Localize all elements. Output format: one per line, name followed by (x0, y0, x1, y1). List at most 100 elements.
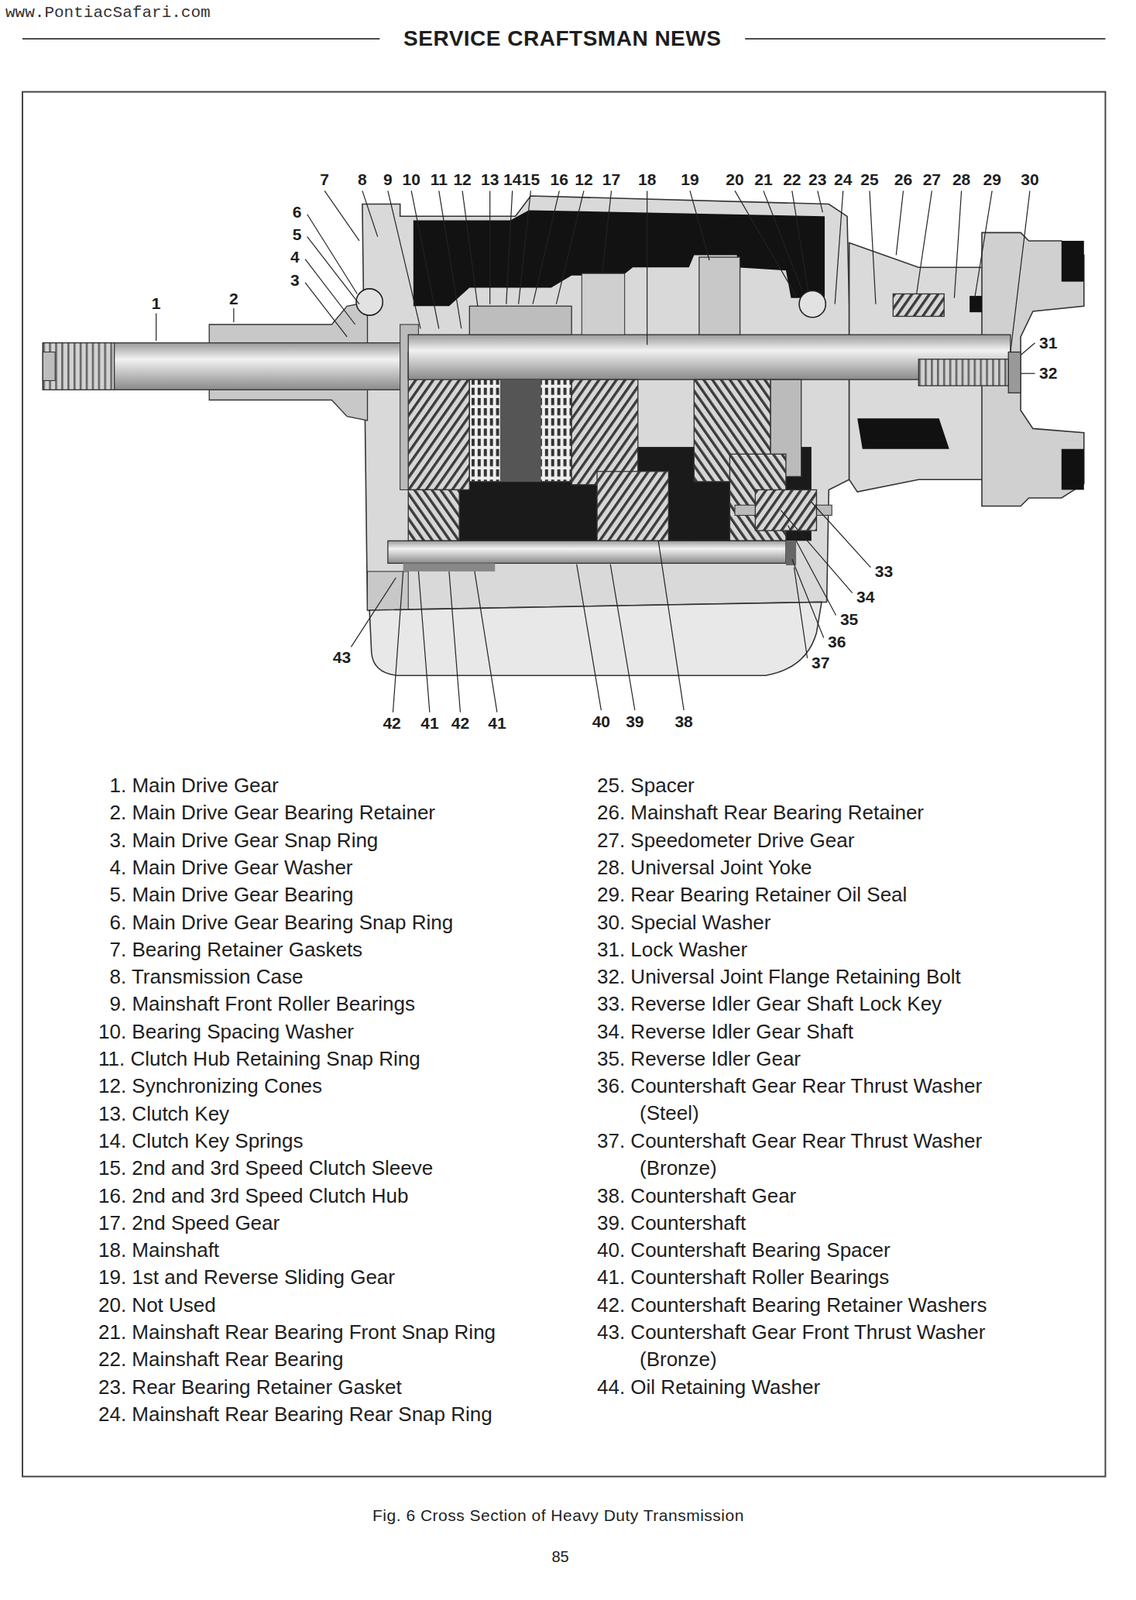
figure-frame (22, 92, 1106, 1477)
leader-line (324, 190, 360, 241)
parts-list-entry: 36. Countershaft Gear Rear Thrust Washer… (597, 1072, 1016, 1127)
callout-number: 2 (229, 289, 239, 306)
parts-list-entry: 1. Main Drive Gear (109, 772, 279, 800)
leader-line (869, 190, 876, 304)
leader-line (793, 567, 807, 659)
reverse-idler (755, 489, 817, 531)
callout-number: 15 (521, 170, 540, 187)
leader-line (646, 190, 648, 345)
parts-list-entry: 14. Clutch Key Springs (98, 1127, 303, 1155)
leader-line (307, 214, 358, 295)
parts-list-entry: 17. 2nd Speed Gear (98, 1209, 280, 1237)
parts-list-entry: 15. 2nd and 3rd Speed Clutch Sleeve (98, 1154, 433, 1182)
parts-list-entry: 39. Countershaft (597, 1209, 1016, 1237)
parts-list-entry: 22. Mainshaft Rear Bearing (98, 1345, 344, 1373)
leader-line (895, 190, 903, 255)
leader-line (792, 559, 824, 638)
callout-number: 42 (382, 714, 401, 732)
callout-number: 1 (151, 295, 162, 312)
mainshaft-gear (571, 257, 802, 485)
countershaft-gear (387, 540, 786, 563)
leader-line (1010, 190, 1030, 352)
leader-line (792, 190, 809, 292)
flange-bolt (1008, 352, 1021, 394)
parts-list-entry: 42. Countershaft Bearing Retainer Washer… (597, 1291, 1016, 1319)
leader-line (305, 282, 347, 337)
mainshaft-gear (581, 273, 625, 335)
rear-extension (857, 418, 950, 450)
header-rule (744, 37, 1106, 40)
parts-list-entry: 2. Main Drive Gear Bearing Retainer (109, 799, 436, 827)
countershaft-gear (403, 562, 496, 572)
countershaft-gear (597, 471, 669, 542)
callout-number: 26 (894, 170, 913, 187)
callout-number: 39 (625, 712, 644, 729)
parts-list-entry: 18. Mainshaft (98, 1236, 220, 1264)
callout-number: 38 (674, 712, 693, 729)
oil-pan (369, 601, 822, 676)
universal-joint-flange (1061, 240, 1085, 282)
leader-line (788, 525, 837, 616)
leader-line (307, 236, 360, 305)
leader-line (1020, 373, 1035, 375)
transmission-case (362, 195, 850, 611)
callout-number: 30 (1020, 170, 1039, 187)
main-drive-gear (42, 324, 470, 490)
parts-list-entry: 8. Transmission Case (109, 963, 304, 991)
leader-line (532, 190, 560, 304)
parts-list-entry: 21. Mainshaft Rear Bearing Front Snap Ri… (98, 1318, 496, 1346)
parts-list-entry: 44. Oil Retaining Washer (597, 1373, 1016, 1401)
parts-list-entry: 26. Mainshaft Rear Bearing Retainer (597, 799, 1016, 827)
leader-line (610, 564, 635, 711)
header-rule (22, 37, 380, 40)
parts-list-entry: 13. Clutch Key (98, 1100, 230, 1128)
callout-number: 29 (982, 170, 1001, 187)
callout-number: 18 (638, 170, 656, 187)
parts-list-entry: 43. Countershaft Gear Front Thrust Washe… (597, 1318, 1016, 1373)
leader-line (392, 571, 403, 713)
reverse-idler (734, 489, 832, 531)
leader-line (518, 190, 532, 304)
leader-line (954, 190, 961, 298)
leader-line (811, 501, 871, 567)
leader-line (474, 571, 498, 713)
parts-list-entry: 20. Not Used (98, 1291, 217, 1319)
leader-line (602, 190, 612, 274)
callout-number: 6 (292, 202, 303, 220)
page-number: 85 (551, 1547, 569, 1566)
leader-line (817, 190, 824, 213)
ball-bearing (799, 291, 826, 318)
callout-number: 33 (875, 562, 893, 579)
leader-line (411, 190, 440, 329)
callout-number: 21 (754, 170, 773, 187)
parts-list-entry: 29. Rear Bearing Retainer Oil Seal (597, 881, 1016, 909)
mainshaft-gear (571, 379, 639, 485)
parts-list-entry: 7. Bearing Retainer Gaskets (109, 936, 364, 964)
parts-list-entry: 28. Universal Joint Yoke (597, 854, 1016, 882)
parts-list-entry: 30. Special Washer (597, 909, 1016, 937)
universal-joint-flange (1061, 449, 1085, 491)
leader-line (763, 190, 803, 291)
callout-number: 12 (453, 170, 471, 187)
parts-list-entry: 41. Countershaft Roller Bearings (597, 1263, 1016, 1291)
callout-number: 32 (1039, 364, 1058, 381)
callout-number: 9 (383, 170, 393, 187)
callout-number: 37 (811, 654, 830, 671)
flange-bolt (969, 295, 982, 313)
parts-list-entry: 40. Countershaft Bearing Spacer (597, 1236, 1016, 1264)
leader-line (974, 190, 992, 298)
parts-list-entry: 11. Clutch Hub Retaining Snap Ring (98, 1045, 421, 1073)
callout-number: 41 (420, 714, 439, 732)
callout-number: 7 (319, 170, 330, 187)
callout-number: 20 (725, 170, 744, 187)
leader-line (506, 190, 513, 304)
parts-list-entry: 31. Lock Washer (597, 936, 1016, 964)
leader-line (233, 308, 234, 323)
callout-number: 27 (923, 170, 941, 187)
ball-bearing (356, 288, 383, 316)
leader-line (834, 190, 844, 304)
parts-list-entry: 6. Main Drive Gear Bearing Snap Ring (109, 909, 454, 937)
synchronizer (469, 305, 572, 335)
callout-number: 14 (503, 170, 522, 187)
callout-number: 12 (574, 170, 593, 187)
